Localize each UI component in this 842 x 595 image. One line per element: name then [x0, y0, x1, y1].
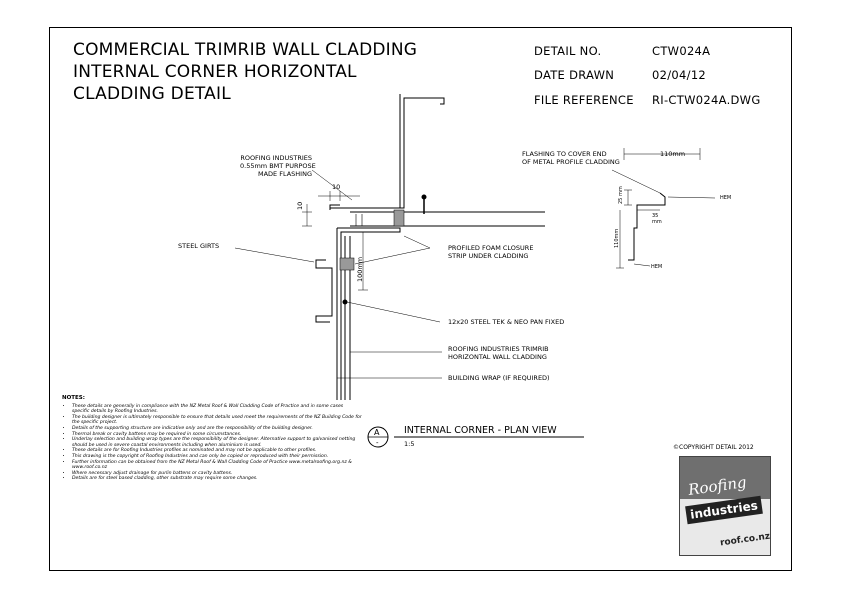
file-reference-value: RI-CTW024A.DWG — [652, 93, 761, 107]
foam-closure-callout: PROFILED FOAM CLOSURE STRIP UNDER CLADDI… — [448, 244, 533, 260]
note-item: Further information can be obtained from… — [72, 460, 362, 471]
flashing-callout-line-1: ROOFING INDUSTRIES — [240, 154, 312, 162]
flashing-dim-110-side: 110mm — [614, 228, 620, 248]
drawing-title-line-2: INTERNAL CORNER HORIZONTAL — [73, 62, 357, 82]
foam-closure-side — [339, 257, 355, 271]
tek-screw — [342, 299, 348, 305]
drawing-sheet-border — [49, 27, 792, 571]
cladding-callout-line-2: HORIZONTAL WALL CLADDING — [448, 353, 547, 361]
roofing-industries-logo: Roofing industries roof.co.nz — [679, 456, 771, 556]
detail-no-value: CTW024A — [652, 44, 711, 58]
flashing-callout: ROOFING INDUSTRIES 0.55mm BMT PURPOSE MA… — [240, 154, 316, 178]
logo-word-industries: industries — [685, 495, 763, 525]
notes-block: NOTES: These details are generally in co… — [62, 395, 362, 482]
steel-girt — [315, 259, 333, 323]
dim-10-side: 10 — [296, 201, 304, 210]
detail-no-label: DETAIL NO. — [534, 44, 602, 58]
logo-website: roof.co.nz — [719, 531, 771, 549]
notes-list: These details are generally in complianc… — [62, 404, 362, 482]
flashing-dim-110-top: 110mm — [660, 150, 686, 158]
file-reference-label: FILE REFERENCE — [534, 93, 634, 107]
steel-girts-label: STEEL GIRTS — [178, 242, 220, 250]
flashing-dim-35-unit: mm — [652, 219, 662, 225]
dim-100mm: 100mm — [356, 256, 364, 282]
note-item: These details are for Roofing Industries… — [72, 448, 362, 454]
building-wrap-label: BUILDING WRAP (IF REQUIRED) — [448, 374, 550, 382]
flashing-detail-callout: FLASHING TO COVER END OF METAL PROFILE C… — [522, 150, 620, 166]
logo-top-band — [680, 457, 770, 499]
flashing-dim-35-value: 35 — [652, 213, 659, 219]
flashing-vertical — [399, 94, 445, 209]
wall-frame — [337, 227, 401, 400]
note-item: This drawing is the copyright of Roofing… — [72, 454, 362, 460]
drawing-title-line-3: CLADDING DETAIL — [73, 84, 231, 104]
hem-label-bottom: HEM — [651, 264, 663, 270]
drawing-title-line-1: COMMERCIAL TRIMRIB WALL CLADDING — [73, 40, 418, 60]
copyright-text: ©COPYRIGHT DETAIL 2012 — [673, 444, 754, 451]
notes-heading: NOTES: — [62, 395, 85, 401]
flashing-dim-25-unit: mm — [618, 186, 624, 197]
view-marker-sub: - — [376, 439, 379, 447]
flashing-detail-line-1: FLASHING TO COVER END — [522, 150, 607, 158]
note-item: Details are for steel based cladding, ot… — [72, 476, 362, 482]
view-scale: 1:5 — [404, 440, 415, 448]
date-drawn-label: DATE DRAWN — [534, 68, 615, 82]
note-item: Thermal break or cavity battens may be r… — [72, 432, 362, 438]
foam-closure-top — [393, 209, 405, 227]
note-item: Details of the supporting structure are … — [72, 426, 362, 432]
dim-10-top: 10 — [332, 183, 341, 191]
view-title: INTERNAL CORNER - PLAN VIEW — [404, 425, 557, 436]
foam-callout-line-1: PROFILED FOAM CLOSURE — [448, 244, 534, 252]
note-item: Where necessary adjust drainage for purl… — [72, 471, 362, 477]
note-item: These details are generally in complianc… — [72, 404, 362, 415]
tek-screw-label: 12x20 STEEL TEK & NEO PAN FIXED — [448, 318, 565, 326]
foam-callout-line-2: STRIP UNDER CLADDING — [448, 252, 529, 260]
flashing-dim-35: 35 mm — [652, 213, 662, 225]
flashing-detail-line-2: OF METAL PROFILE CLADDING — [522, 158, 620, 166]
flashing-callout-line-3: MADE FLASHING — [257, 170, 312, 178]
flashing-dim-25: 25 mm — [618, 186, 624, 204]
note-item: The building designer is ultimately resp… — [72, 415, 362, 426]
flashing-callout-line-2: 0.55mm BMT PURPOSE — [240, 162, 316, 170]
view-marker-letter: A — [374, 428, 380, 437]
cladding-callout: ROOFING INDUSTRIES TRIMRIB HORIZONTAL WA… — [448, 345, 549, 361]
flashing-dim-25-value: 25 — [618, 197, 624, 204]
cladding-callout-line-1: ROOFING INDUSTRIES TRIMRIB — [448, 345, 549, 353]
flashing-profile — [628, 192, 666, 261]
note-item: Underlay selection and building wrap typ… — [72, 437, 362, 448]
hem-label-top: HEM — [720, 195, 732, 201]
date-drawn-value: 02/04/12 — [652, 68, 707, 82]
